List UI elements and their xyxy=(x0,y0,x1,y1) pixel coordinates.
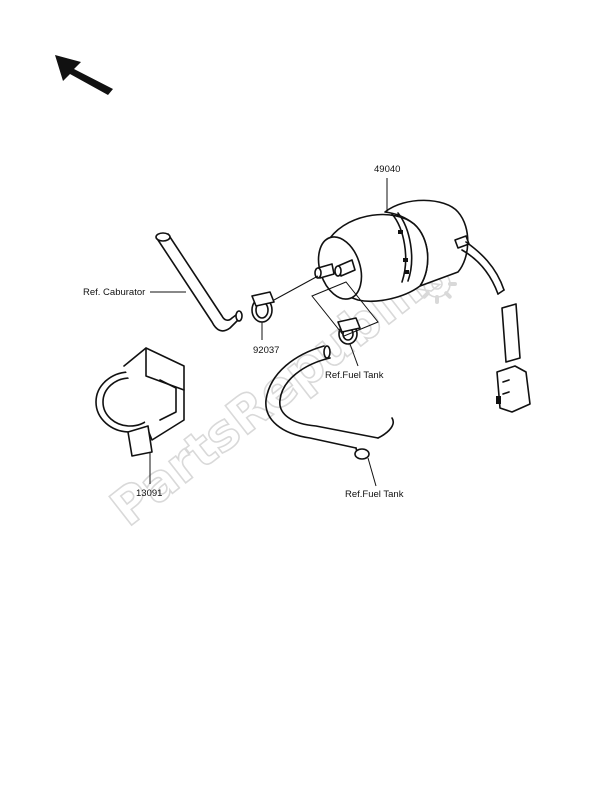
callout-92037: 92037 xyxy=(253,345,279,356)
callout-ref-caburator: Ref. Caburator xyxy=(83,287,145,298)
fuel-tank-clamp xyxy=(311,281,379,367)
callout-ref-fuel-tank-lower: Ref.Fuel Tank xyxy=(345,489,404,500)
fuel-tank-hose xyxy=(265,345,394,487)
hose-clamp xyxy=(251,275,319,340)
pump-bracket xyxy=(95,347,185,484)
carburetor-hose xyxy=(155,232,243,332)
callout-ref-fuel-tank-upper: Ref.Fuel Tank xyxy=(325,370,384,381)
callout-49040: 49040 xyxy=(374,164,400,175)
callout-13091: 13091 xyxy=(136,488,162,499)
wire-harness xyxy=(461,241,531,413)
fuel-pump xyxy=(314,178,470,303)
arrow-up-left-icon xyxy=(55,55,113,95)
